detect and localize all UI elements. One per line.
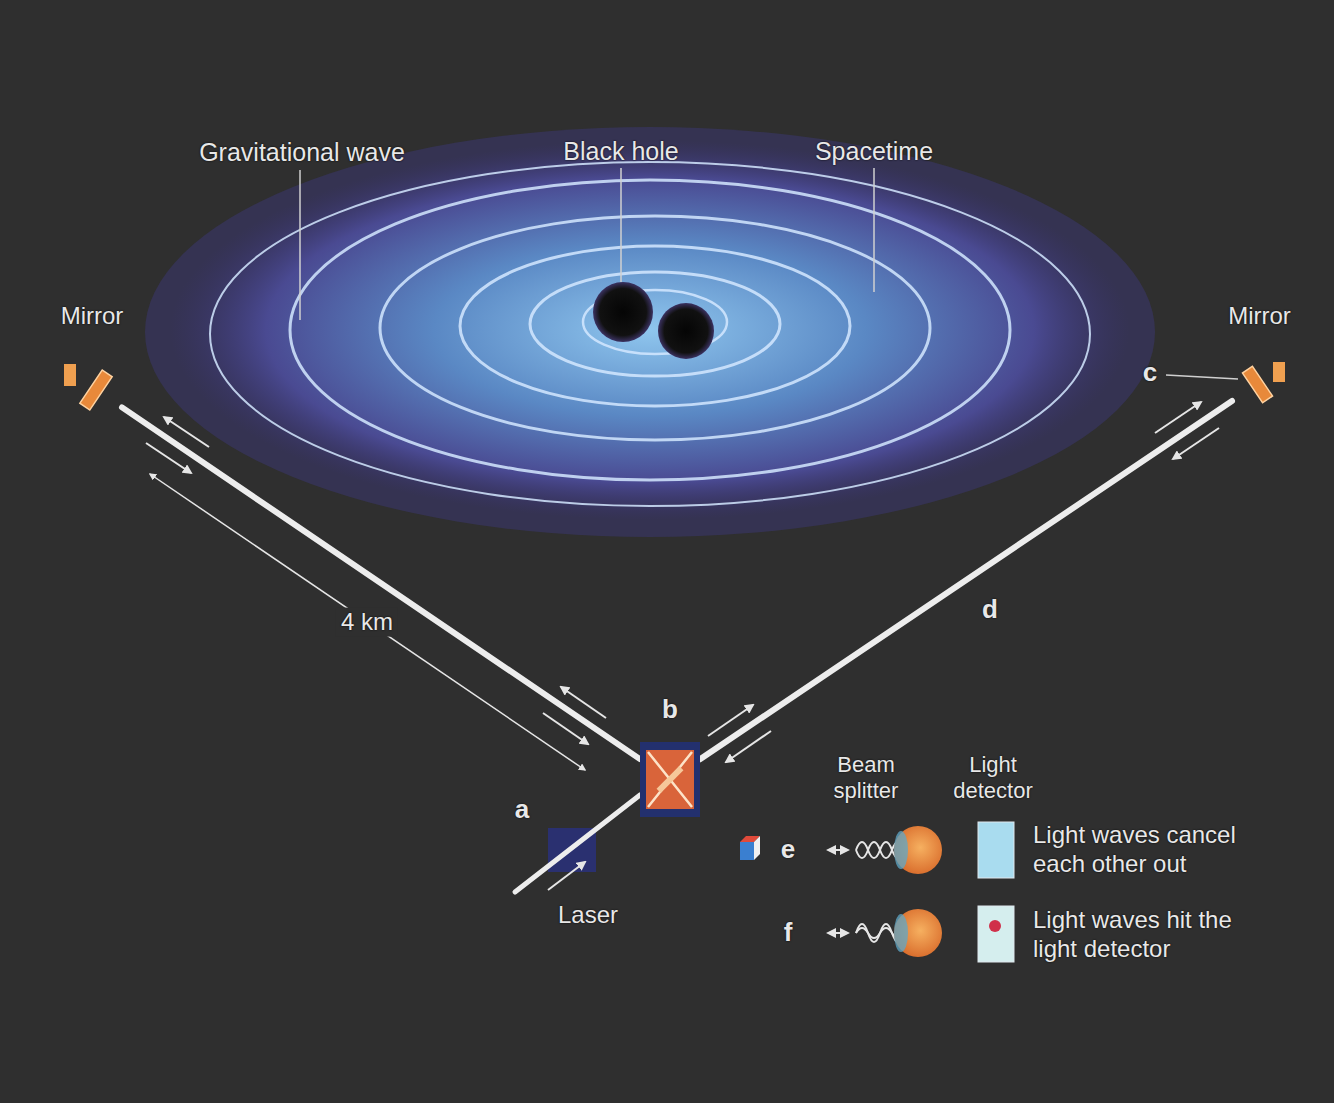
part-label: Black hole (563, 136, 678, 166)
laser-beam (515, 795, 640, 892)
wave-ring (210, 162, 1090, 506)
laser-arm (700, 401, 1232, 759)
splitter-glass (657, 766, 684, 793)
laser-arm (122, 407, 640, 759)
mirror-symbol (1242, 366, 1272, 403)
callout-letter: f (784, 917, 793, 948)
double-arrow (828, 932, 848, 934)
column-heading: Beam splitter (816, 752, 916, 805)
column-heading: Light detector (936, 752, 1051, 805)
mirror: Mirror (1232, 360, 1287, 405)
callout-letter: c (1143, 357, 1157, 388)
splitter-body (646, 750, 694, 809)
detector-lens (894, 909, 942, 957)
splitter-frame (640, 742, 700, 817)
part-label: Mirror (61, 302, 124, 331)
light-detector (978, 906, 1014, 962)
wave-ring (460, 246, 850, 406)
dimension-line (150, 474, 585, 770)
part-label: Gravitational wave (199, 137, 405, 167)
leader-line (620, 168, 622, 282)
detector-lens (894, 914, 908, 952)
mirror-mount (1273, 362, 1285, 382)
black-hole (593, 282, 653, 342)
splitter-rays (648, 752, 692, 807)
detector-lens (894, 826, 942, 874)
beam-splitter: b (640, 742, 700, 817)
mirror-shape (1232, 360, 1287, 405)
mirror-mount (64, 364, 76, 386)
callout-letter: e (781, 834, 795, 865)
callout-letter: a (515, 794, 529, 825)
mirror-symbol (80, 370, 112, 410)
black-hole (658, 303, 714, 359)
wave-ring (380, 216, 930, 440)
light-detector (978, 822, 1014, 878)
result-note: Light waves cancel each other out (1033, 821, 1263, 879)
cube-icon (740, 842, 754, 860)
beam-arrow (548, 862, 585, 890)
spacetime-disc (170, 140, 1130, 520)
part-label: Laser (558, 901, 618, 930)
cube-icon (754, 836, 760, 860)
leader-line (299, 170, 301, 320)
result-note: Light waves hit the light detector (1033, 906, 1263, 964)
beam-splitter-shape (640, 742, 700, 817)
double-arrow (828, 849, 848, 851)
detector-lens (894, 831, 908, 869)
callout-letter: d (982, 594, 998, 625)
leader-line (1166, 375, 1238, 379)
leader-line (873, 168, 875, 292)
part-label: Spacetime (815, 136, 933, 166)
wave-ring (290, 180, 1010, 480)
light-spot (989, 920, 1001, 932)
wave-ring (530, 272, 780, 376)
dimension-label: 4 km (336, 608, 398, 637)
spacetime-halo (145, 127, 1155, 537)
mirror-shape (62, 362, 122, 412)
mirror: Mirror (62, 362, 122, 412)
part-label: Mirror (1228, 302, 1291, 331)
part-label: b (662, 694, 678, 725)
